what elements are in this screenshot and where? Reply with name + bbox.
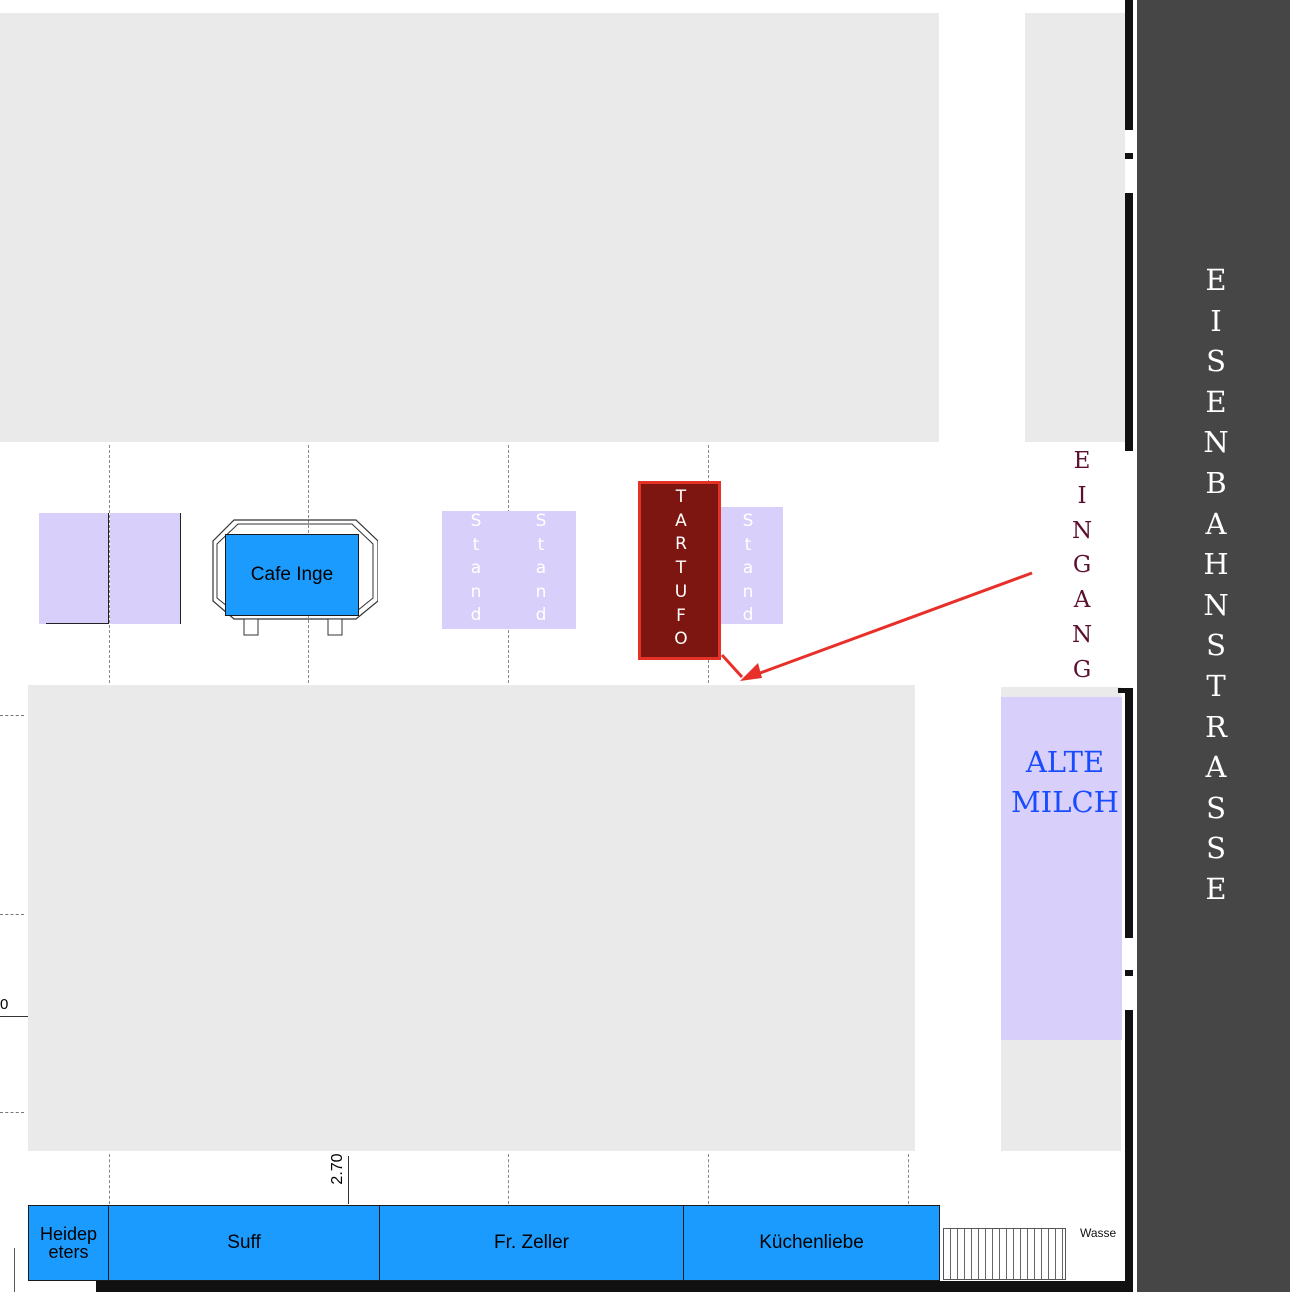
stand-placeholder-3[interactable]: [721, 507, 783, 624]
street-letter: A: [1205, 750, 1227, 785]
building-top-right: [1025, 13, 1125, 442]
stand-cafe-inge[interactable]: Cafe Inge: [225, 534, 359, 616]
building-top-left: [0, 13, 939, 442]
stand-letter: a: [742, 558, 754, 578]
street-letter: T: [1206, 668, 1226, 703]
wall-detail-left: [14, 1248, 15, 1292]
grid-line-5: [109, 1154, 110, 1204]
stand-fr-zeller[interactable]: Fr. Zeller: [379, 1205, 684, 1281]
street-letter: S: [1206, 831, 1226, 866]
stand-letter: a: [535, 558, 547, 578]
stand-placeholder-1-label: S t a n d: [466, 510, 486, 628]
building-bottom-main: [28, 685, 915, 1151]
entrance-letter: G: [1072, 656, 1092, 683]
dimension-label-270: 2.70: [329, 1153, 346, 1185]
wall-line-bottom: [96, 1281, 1133, 1292]
grid-line-6: [508, 1154, 509, 1204]
tartufo-letter: R: [675, 534, 687, 555]
tartufo-letter: A: [675, 510, 687, 531]
stand-letter: d: [470, 605, 482, 625]
entrance-letter: N: [1071, 517, 1093, 544]
wall-line-top-right-3: [1125, 193, 1133, 451]
wall-line-top-right-2: [1125, 153, 1133, 159]
wall-line-mid-right-2: [1125, 688, 1133, 938]
stand-alte-milch[interactable]: [1001, 697, 1122, 1040]
tartufo-letter: O: [674, 629, 688, 650]
grid-line-8: [908, 1154, 909, 1204]
stand-heidepeters[interactable]: Heidep eters: [28, 1205, 109, 1281]
stand-left-b[interactable]: [110, 513, 181, 624]
stand-placeholder-2-label: S t a n d: [531, 510, 551, 628]
street-letter: S: [1206, 628, 1226, 663]
street-letter: H: [1203, 547, 1229, 582]
entrance-letter: E: [1073, 448, 1091, 474]
stand-letter: t: [472, 534, 480, 555]
stand-letter: n: [470, 581, 482, 602]
street-eisenbahnstrasse: [1137, 0, 1290, 1292]
stand-letter: t: [537, 534, 545, 555]
entrance-letter: G: [1072, 552, 1092, 579]
stand-letter: d: [535, 605, 547, 625]
edge-tick-4: [0, 1112, 24, 1113]
stand-letter: d: [742, 605, 754, 625]
tartufo-letter: U: [674, 581, 688, 602]
wall-line-top-right: [1125, 0, 1133, 130]
alte-milch-line2: MILCH: [1011, 785, 1119, 819]
street-letter: E: [1205, 871, 1227, 906]
grid-line-7: [708, 1154, 709, 1204]
edge-tick-1: [0, 715, 24, 716]
heidepeters-line2: eters: [48, 1242, 89, 1262]
tartufo-letter: F: [676, 605, 686, 626]
dimension-line-270: [348, 1156, 349, 1204]
street-name-label: E I S E N B A H N S T R A S S E: [1196, 260, 1236, 910]
tartufo-letter: T: [675, 487, 687, 507]
edge-tick-3: [0, 1016, 28, 1017]
tartufo-label: T A R T U F O: [665, 486, 697, 652]
street-letter: E: [1205, 263, 1227, 297]
street-letter: N: [1203, 425, 1229, 460]
street-letter: S: [1206, 790, 1226, 825]
stand-letter: S: [535, 511, 547, 531]
stand-tartufo[interactable]: [638, 481, 721, 660]
entrance-letter: A: [1073, 587, 1091, 614]
stand-placeholder-1[interactable]: [442, 511, 576, 629]
heidepeters-line1: Heidep: [39, 1224, 98, 1244]
tartufo-letter: T: [675, 558, 687, 579]
stairs-hatch: [943, 1228, 1066, 1280]
street-letter: I: [1210, 303, 1222, 338]
wasser-label: Wasse: [1080, 1226, 1117, 1240]
entrance-arrow-icon: [720, 571, 1033, 681]
stand-suff[interactable]: Suff: [108, 1205, 380, 1281]
street-letter: N: [1203, 587, 1229, 622]
wall-line-low-right: [1125, 1010, 1133, 1292]
cafe-inge-outline: [212, 519, 379, 636]
stand-kuechenliebe[interactable]: Küchenliebe: [683, 1205, 940, 1281]
stand-letter: a: [470, 558, 482, 578]
street-letter: E: [1205, 384, 1227, 419]
entrance-label: E I N G A N G: [1068, 444, 1096, 688]
entrance-letter: I: [1077, 482, 1087, 509]
street-letter: R: [1205, 709, 1227, 744]
grid-line-1: [109, 445, 110, 683]
stand-placeholder-3-label: S t a n d: [738, 510, 758, 628]
stand-letter: n: [535, 581, 547, 602]
stand-letter: S: [742, 511, 754, 531]
alte-milch-line1: ALTE: [1025, 745, 1105, 779]
stand-letter: t: [744, 534, 752, 555]
stand-letter: n: [742, 581, 754, 602]
alte-milch-label: ALTE MILCH: [1005, 742, 1125, 822]
stand-left-divider: [46, 513, 109, 624]
edge-dimension-label: 0: [0, 996, 9, 1013]
stand-left-a[interactable]: [39, 513, 109, 624]
stand-letter: S: [470, 511, 482, 531]
street-letter: A: [1205, 506, 1227, 541]
wall-line-mid-right-3: [1125, 970, 1133, 976]
street-letter: B: [1205, 465, 1227, 500]
street-letter: S: [1206, 344, 1226, 379]
entrance-letter: N: [1071, 621, 1093, 648]
edge-tick-2: [0, 914, 24, 915]
